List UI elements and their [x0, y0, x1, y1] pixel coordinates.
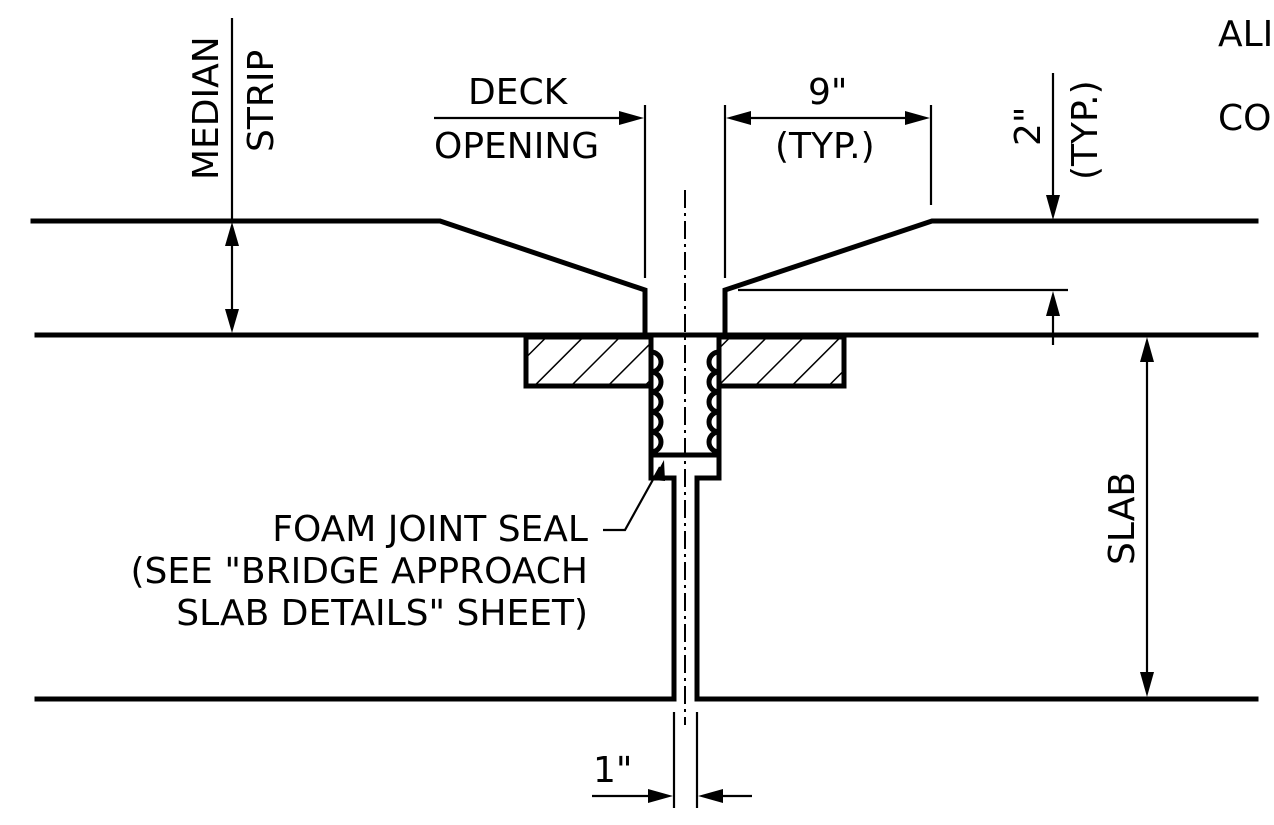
- deck-top-surface-left: [30, 218, 648, 338]
- deck-opening-arrow: [619, 111, 644, 125]
- median-strip-arrow-down: [225, 309, 239, 333]
- median-strip-label-line2: STRIP: [241, 50, 282, 152]
- deck-opening-label-line2: OPENING: [434, 126, 599, 167]
- nine-inch-arrow-left: [726, 111, 751, 125]
- blockout-left: [523, 334, 654, 389]
- foam-seal-label-line2: (SEE "BRIDGE APPROACH: [131, 551, 589, 592]
- foam-seal-label-line1: FOAM JOINT SEAL: [272, 509, 588, 550]
- one-inch-label: 1": [593, 750, 632, 791]
- foam-seal-leader: [603, 466, 661, 532]
- slab-arrow-up: [1140, 337, 1154, 362]
- median-strip-arrow-up: [225, 222, 239, 246]
- one-inch-arrow-right: [698, 789, 723, 803]
- foam-seal-right-scallops: [706, 349, 722, 455]
- foam-seal-left-scallops: [648, 349, 664, 455]
- two-inch-arrow-down: [1046, 195, 1060, 220]
- deck-top-surface-right: [722, 218, 1259, 338]
- nine-inch-typ-label: (TYP.): [775, 126, 875, 167]
- two-inch-typ-label: (TYP.): [1065, 80, 1106, 180]
- one-inch-arrow-left: [648, 789, 673, 803]
- nine-inch-label: 9": [808, 72, 847, 113]
- deck-opening-label-line1: DECK: [468, 72, 569, 113]
- blockout-right: [716, 334, 847, 389]
- right-note-line2: CO: [1218, 98, 1271, 139]
- nine-inch-arrow-right: [905, 111, 930, 125]
- two-inch-arrow-up: [1046, 291, 1060, 316]
- slab-label: SLAB: [1102, 472, 1143, 565]
- foam-seal-leader-arrow: [653, 460, 665, 481]
- right-note-line1: ALI: [1218, 14, 1273, 55]
- slab-arrow-down: [1140, 672, 1154, 697]
- foam-seal-label-line3: SLAB DETAILS" SHEET): [176, 593, 588, 634]
- median-strip-label-line1: MEDIAN: [186, 36, 227, 180]
- two-inch-label: 2": [1008, 107, 1049, 146]
- slab-bottom-right: [694, 475, 1259, 702]
